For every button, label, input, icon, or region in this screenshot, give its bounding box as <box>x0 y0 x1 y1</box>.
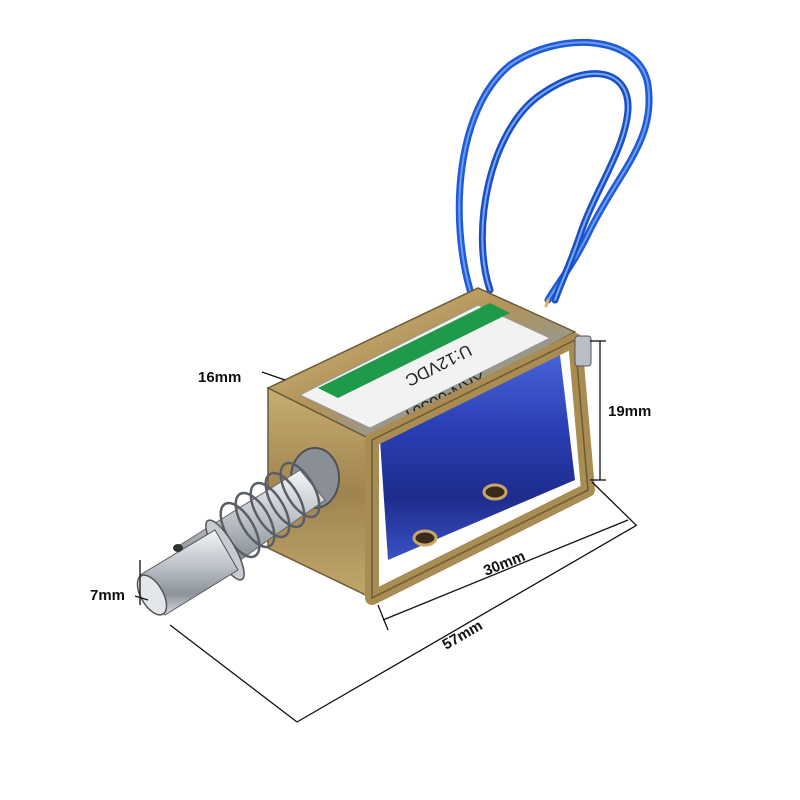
dim-width-label: 16mm <box>198 369 241 386</box>
mount-hole-2 <box>482 483 508 501</box>
return-spring <box>219 461 321 559</box>
terminal-nut <box>574 335 592 367</box>
dim-body-length-label: 30mm <box>481 548 528 580</box>
dimension-lines <box>134 340 638 723</box>
plunger-assembly <box>136 447 340 616</box>
plunger-tip <box>136 574 168 616</box>
dim-total-length-label: 57mm <box>440 617 486 653</box>
plunger-pin-hole <box>173 544 183 552</box>
label-green-stripe <box>318 303 510 398</box>
coil-winding <box>380 355 575 560</box>
dim-height-label: 19mm <box>608 403 651 420</box>
mount-hole-1 <box>412 529 438 547</box>
wire-leads <box>455 38 653 308</box>
dim-plunger-label: 7mm <box>90 587 125 604</box>
